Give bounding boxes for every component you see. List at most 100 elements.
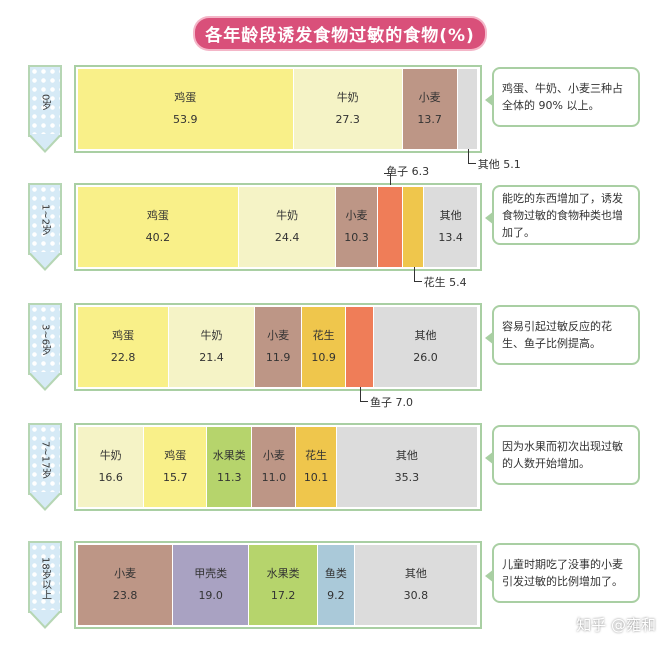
segment-value: 53.9: [173, 113, 198, 126]
callout-line: [360, 387, 361, 401]
bar-segment: 甲壳类 19.0: [173, 545, 250, 625]
segment-label: 小麦: [114, 567, 137, 580]
bar-segment: 小麦 11.0: [252, 427, 297, 507]
ribbon-tip: [28, 372, 62, 391]
segment-callout: 其他 5.1: [477, 158, 521, 171]
callout-line: [413, 281, 422, 282]
segment-value: 11.3: [217, 471, 242, 484]
segment-callout: 花生 5.4: [423, 276, 467, 289]
ribbon-tip: [28, 492, 62, 511]
segment-label: 其他: [414, 329, 437, 342]
segment-label: 水果类: [212, 449, 246, 462]
segment-value: 17.2: [270, 589, 296, 602]
bar-segment: 牛奶 21.4: [169, 307, 255, 387]
bar-segment: [457, 69, 478, 149]
age-ribbon: 0岁: [28, 65, 62, 137]
bar-segment: 其他 35.3: [336, 427, 478, 507]
note-box: 儿童时期吃了没事的小麦引发过敏的比例增加了。: [485, 543, 640, 603]
note-box: 因为水果而初次出现过敏的人数开始增加。: [485, 425, 640, 485]
segment-value: 16.6: [98, 471, 123, 484]
bar-segment: 其他 26.0: [373, 307, 478, 387]
segment-label: 鸡蛋: [146, 209, 169, 222]
bar-segment: 花生 10.1: [296, 427, 337, 507]
segment-label: 小麦: [267, 329, 290, 342]
segment-value: 22.8: [110, 351, 136, 364]
segment-label: 牛奶: [200, 329, 223, 342]
segment-value: 21.4: [199, 351, 224, 364]
segment-value: 35.3: [394, 471, 420, 484]
segment-value: 23.8: [112, 589, 138, 602]
segment-label: 甲壳类: [194, 567, 228, 580]
bar-segment: 鸡蛋 40.2: [78, 187, 239, 267]
note-box: 容易引起过敏反应的花生、鱼子比例提高。: [485, 305, 640, 365]
segment-value: 19.0: [198, 589, 223, 602]
segment-value: 30.8: [403, 589, 429, 602]
segment-value: 13.7: [417, 113, 442, 126]
segment-value: 10.1: [303, 471, 329, 484]
note-box: 鸡蛋、牛奶、小麦三种占全体的 90% 以上。: [485, 67, 640, 127]
segment-value: 24.4: [274, 231, 300, 244]
segment-label: 其他: [404, 567, 427, 580]
callout-line: [384, 173, 391, 174]
segment-label: 鸡蛋: [164, 449, 187, 462]
segment-label: 牛奶: [99, 449, 122, 462]
note-box: 能吃的东西增加了，诱发食物过敏的食物种类也增加了。: [485, 185, 640, 245]
segment-value: 15.7: [163, 471, 188, 484]
callout-line: [360, 401, 368, 402]
segment-value: 10.9: [311, 351, 336, 364]
segment-value: 26.0: [413, 351, 438, 364]
callout-line: [467, 149, 469, 163]
segment-value: 27.3: [335, 113, 360, 126]
segment-label: 鱼类: [324, 567, 347, 580]
segment-label: 鸡蛋: [174, 91, 197, 104]
bar-segment: 水果类 17.2: [249, 545, 318, 625]
segment-value: 13.4: [438, 231, 463, 244]
bar-segment: 小麦 23.8: [78, 545, 174, 625]
bar-segment: 小麦 13.7: [402, 69, 458, 149]
segment-label: 其他: [395, 449, 418, 462]
callout-line: [390, 173, 392, 185]
stacked-bar: 牛奶 16.6 鸡蛋 15.7 水果类 11.3 小麦 11.0 花生 10.1 其他 35.3: [74, 423, 482, 511]
chart-title: 各年龄段诱发食物过敏的食物(%): [195, 18, 485, 49]
bar-segment: 花生 10.9: [302, 307, 346, 387]
segment-label: 鸡蛋: [112, 329, 135, 342]
segment-label: 小麦: [345, 209, 368, 222]
segment-value: 11.0: [261, 471, 287, 484]
bar-segment: 水果类 11.3: [207, 427, 253, 507]
bar-segment: 鸡蛋 53.9: [78, 69, 294, 149]
segment-label: 小麦: [418, 91, 441, 104]
callout-line: [413, 267, 415, 281]
segment-label: 花生: [305, 449, 328, 462]
ribbon-tip: [28, 252, 62, 271]
bar-segment: 其他 30.8: [354, 545, 478, 625]
segment-label: 水果类: [266, 567, 300, 580]
watermark: 知乎 @雍和: [576, 616, 656, 634]
segment-value: 10.3: [344, 231, 369, 244]
bar-segment: 鸡蛋 15.7: [144, 427, 208, 507]
segment-callout: 鱼子 7.0: [370, 396, 413, 409]
bar-segment: 鸡蛋 22.8: [78, 307, 170, 387]
segment-label: 小麦: [262, 449, 285, 462]
age-ribbon: 3~6岁: [28, 303, 62, 375]
segment-label: 其他: [439, 209, 462, 222]
segment-label: 花生: [312, 329, 335, 342]
segment-value: 40.2: [145, 231, 171, 244]
bar-segment: [345, 307, 374, 387]
age-ribbon: 1~2岁: [28, 183, 62, 255]
bar-segment: 小麦 10.3: [336, 187, 378, 267]
age-ribbon: 18岁以上: [28, 541, 62, 613]
bar-segment: [402, 187, 425, 267]
bar-segment: 牛奶 16.6: [78, 427, 145, 507]
